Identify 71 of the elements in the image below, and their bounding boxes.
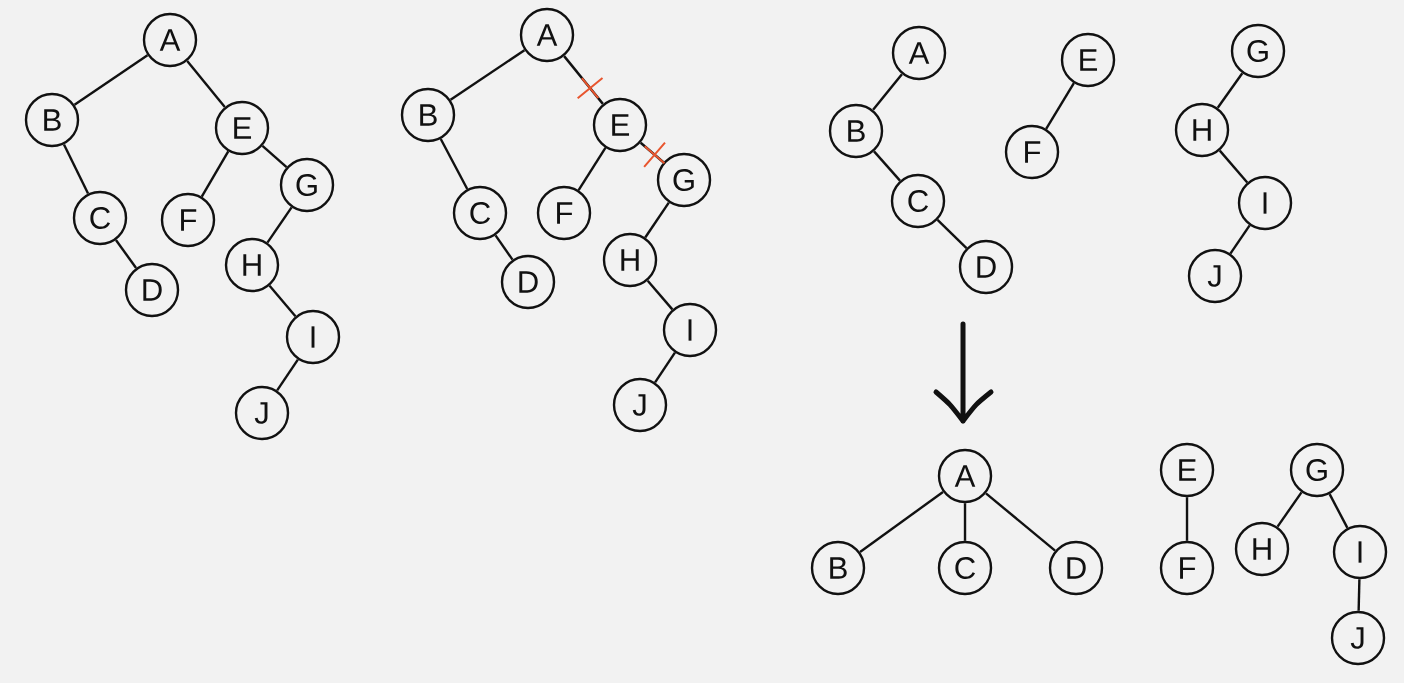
tree-edge — [200, 150, 230, 198]
tree-edge — [985, 492, 1056, 552]
tree-node: B — [810, 540, 866, 596]
tree-node: E — [592, 97, 648, 153]
tree-node: J — [612, 377, 668, 433]
tree-node: G — [1230, 23, 1286, 79]
tree-node: B — [24, 92, 80, 148]
tree-edge — [859, 491, 944, 554]
tree-node: C — [452, 185, 508, 241]
tree-node: H — [1234, 521, 1290, 577]
tree-node: B — [828, 103, 884, 159]
tree-node: F — [1004, 124, 1060, 180]
tree-node: D — [958, 239, 1014, 295]
tree-edge — [1185, 497, 1189, 541]
tree-edge — [563, 55, 604, 105]
tree-node: F — [1159, 540, 1215, 596]
tree-node: C — [937, 540, 993, 596]
tree-edge — [1045, 82, 1075, 130]
tree-node: E — [214, 100, 270, 156]
tree-node: H — [602, 232, 658, 288]
tree-node: H — [224, 237, 280, 293]
tree-edge — [73, 54, 149, 106]
tree-node: C — [890, 173, 946, 229]
tree-node: I — [1332, 524, 1388, 580]
tree-edge — [1276, 491, 1303, 528]
tree-edge — [1218, 149, 1249, 184]
tree-edge — [114, 239, 138, 269]
tree-edge — [936, 219, 968, 249]
tree-node: D — [124, 262, 180, 318]
tree-node: A — [519, 7, 575, 63]
tree-edge — [872, 73, 903, 111]
tree-node: E — [1159, 442, 1215, 498]
tree-edge — [963, 503, 967, 541]
tree-node: C — [72, 190, 128, 246]
tree-edge — [268, 285, 297, 318]
tree-node: J — [1187, 248, 1243, 304]
tree-node: A — [891, 25, 947, 81]
tree-node: J — [1330, 610, 1386, 666]
tree-edge — [1357, 579, 1361, 611]
tree-edge — [494, 234, 514, 261]
tree-edge — [266, 206, 293, 244]
tree-edge — [62, 143, 90, 195]
tree-edge — [654, 351, 676, 384]
tree-node: H — [1174, 102, 1230, 158]
tree-node: I — [285, 309, 341, 365]
tree-edge — [261, 145, 288, 168]
tree-node: A — [937, 448, 993, 504]
tree-edge — [439, 138, 469, 190]
tree-node: I — [662, 302, 718, 358]
tree-node: E — [1060, 32, 1116, 88]
tree-edge — [186, 60, 226, 108]
tree-node: D — [500, 254, 556, 310]
tree-node: F — [160, 192, 216, 248]
tree-edge — [1216, 72, 1244, 109]
tree-edge — [1328, 493, 1349, 529]
tree-edge — [449, 49, 526, 101]
tree-edge — [276, 358, 299, 392]
tree-edge — [646, 279, 674, 311]
tree-node: G — [656, 152, 712, 208]
tree-node: B — [400, 87, 456, 143]
tree-edge — [873, 150, 901, 182]
tree-node: A — [142, 12, 198, 68]
tree-node: J — [234, 385, 290, 441]
tree-node: I — [1237, 175, 1293, 231]
tree-edge — [1229, 224, 1251, 255]
tree-node: F — [536, 185, 592, 241]
tree-node: G — [279, 157, 335, 213]
tree-edge — [577, 147, 607, 191]
tree-edge — [644, 201, 670, 239]
tree-node: G — [1289, 442, 1345, 498]
tree-node: D — [1048, 540, 1104, 596]
